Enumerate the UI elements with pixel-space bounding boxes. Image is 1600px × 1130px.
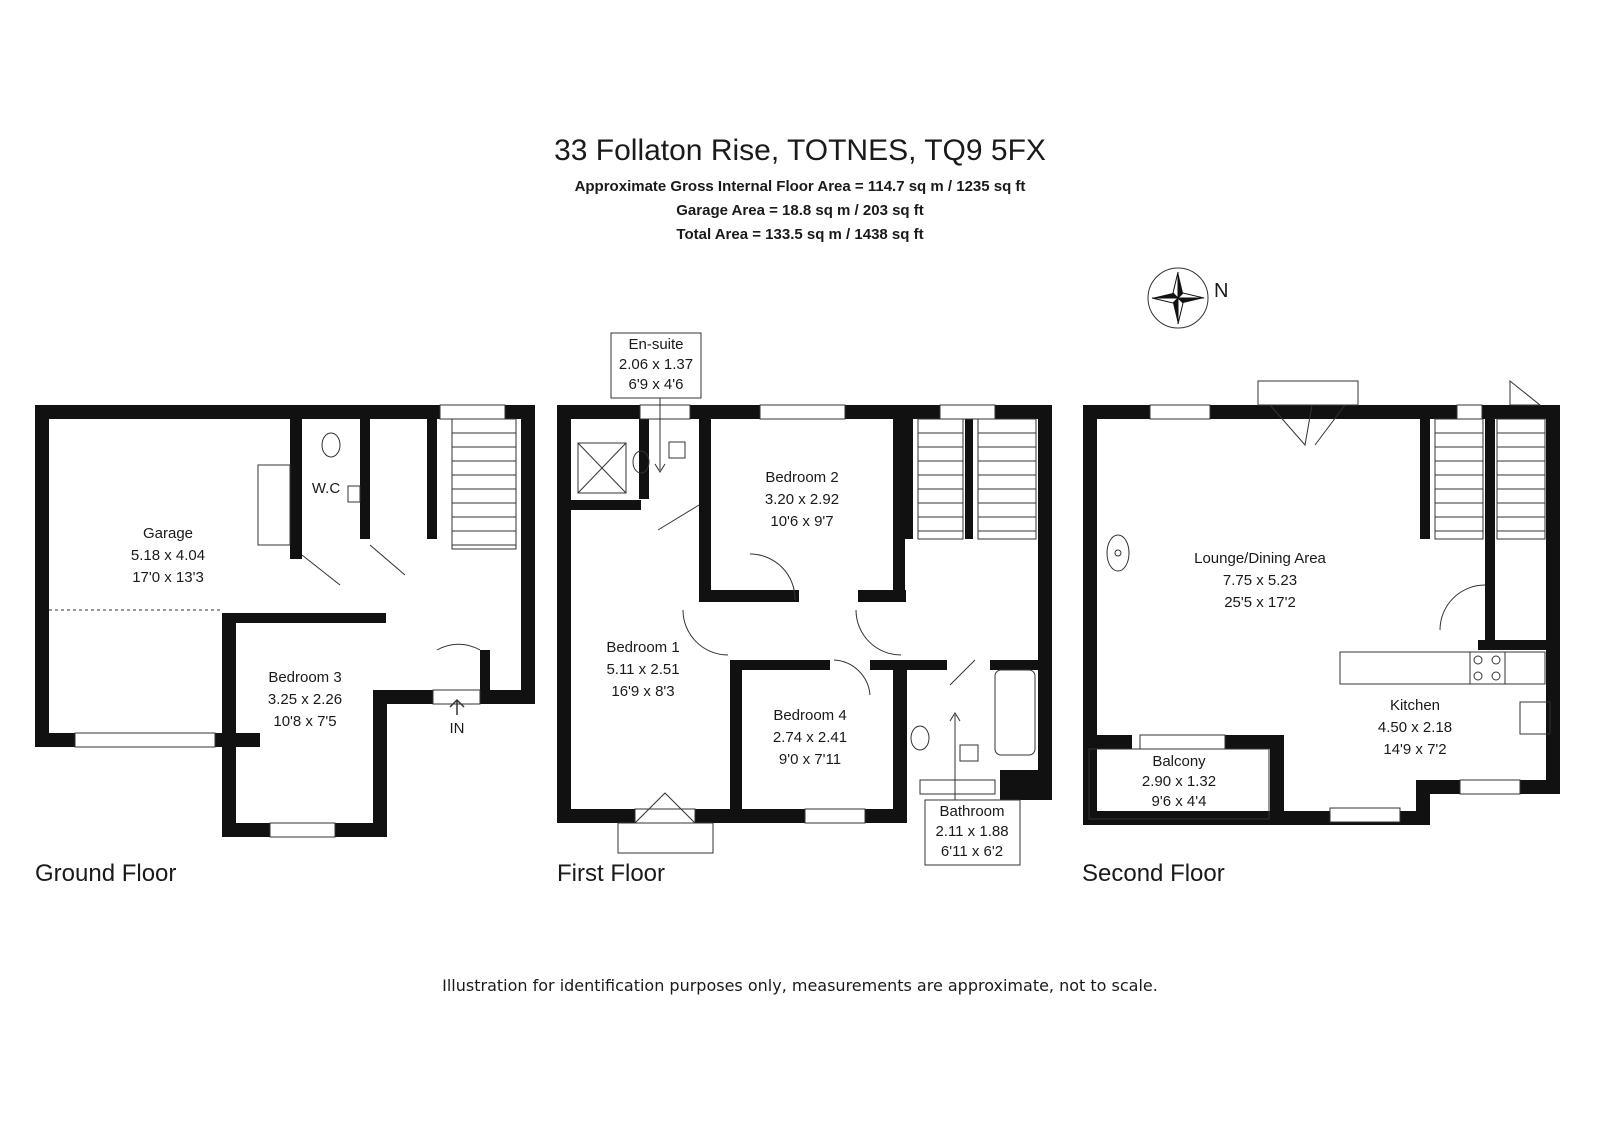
second-floor-label: Second Floor [1082, 860, 1225, 887]
wc-name: W.C [312, 480, 340, 497]
entrance-label: IN [450, 720, 465, 737]
bedroom3-imperial: 10'8 x 7'5 [273, 713, 336, 730]
compass-north-label: N [1214, 280, 1229, 302]
ground-floor-labels: Garage 5.18 x 4.04 17'0 x 13'3 W.C Bedro… [131, 480, 465, 737]
kitchen-name: Kitchen [1390, 697, 1440, 714]
lounge-name: Lounge/Dining Area [1194, 550, 1326, 567]
bedroom3-name: Bedroom 3 [268, 669, 341, 686]
bathroom-imperial: 6'11 x 6'2 [941, 843, 1003, 860]
first-floor-label: First Floor [557, 860, 665, 887]
balcony-imperial: 9'6 x 4'4 [1152, 793, 1207, 810]
first-floor-openings [634, 404, 996, 824]
lounge-metric: 7.75 x 5.23 [1223, 572, 1297, 589]
kitchen-metric: 4.50 x 2.18 [1378, 719, 1452, 736]
balcony-name: Balcony [1152, 753, 1206, 770]
ground-floor-label: Ground Floor [35, 860, 177, 887]
bathroom-metric: 2.11 x 1.88 [935, 823, 1008, 840]
bathroom-name: Bathroom [939, 803, 1004, 820]
garage-area-text: Garage Area = 18.8 sq m / 203 sq ft [676, 202, 924, 219]
second-floor-fixtures [1088, 379, 1551, 820]
second-floor-labels: Lounge/Dining Area 7.75 x 5.23 25'5 x 17… [1142, 550, 1452, 810]
bedroom4-metric: 2.74 x 2.41 [773, 729, 847, 746]
balcony-metric: 2.90 x 1.32 [1142, 773, 1216, 790]
lounge-imperial: 25'5 x 17'2 [1224, 594, 1296, 611]
plan-title: 33 Follaton Rise, TOTNES, TQ9 5FX [554, 134, 1046, 167]
garage-imperial: 17'0 x 13'3 [132, 569, 204, 586]
second-floor-plan [1083, 405, 1560, 825]
bathroom-callout [924, 712, 1021, 866]
second-floor-openings [1139, 404, 1521, 823]
gross-area-text: Approximate Gross Internal Floor Area = … [574, 178, 1026, 195]
ground-floor-fixtures [49, 418, 517, 651]
disclaimer-text: Illustration for identification purposes… [442, 976, 1158, 995]
entrance-arrow-icon [449, 698, 465, 715]
bedroom4-name: Bedroom 4 [773, 707, 846, 724]
garage-metric: 5.18 x 4.04 [131, 547, 205, 564]
bedroom1-imperial: 16'9 x 8'3 [611, 683, 674, 700]
bedroom3-metric: 3.25 x 2.26 [268, 691, 342, 708]
bedroom1-name: Bedroom 1 [606, 639, 679, 656]
bedroom2-imperial: 10'6 x 9'7 [770, 513, 833, 530]
first-floor-fixtures [577, 418, 1037, 854]
first-floor-labels: En-suite 2.06 x 1.37 6'9 x 4'6 Bedroom 2… [606, 336, 1008, 860]
bedroom1-metric: 5.11 x 2.51 [606, 661, 679, 678]
compass-rose-icon [1147, 267, 1209, 329]
ensuite-metric: 2.06 x 1.37 [619, 356, 693, 373]
ensuite-callout [610, 332, 702, 473]
garage-name: Garage [143, 525, 193, 542]
ensuite-name: En-suite [628, 336, 683, 353]
ensuite-imperial: 6'9 x 4'6 [629, 376, 684, 393]
bedroom2-metric: 3.20 x 2.92 [765, 491, 839, 508]
total-area-text: Total Area = 133.5 sq m / 1438 sq ft [676, 226, 924, 243]
bedroom4-imperial: 9'0 x 7'11 [779, 751, 841, 768]
bedroom2-name: Bedroom 2 [765, 469, 838, 486]
kitchen-imperial: 14'9 x 7'2 [1383, 741, 1446, 758]
